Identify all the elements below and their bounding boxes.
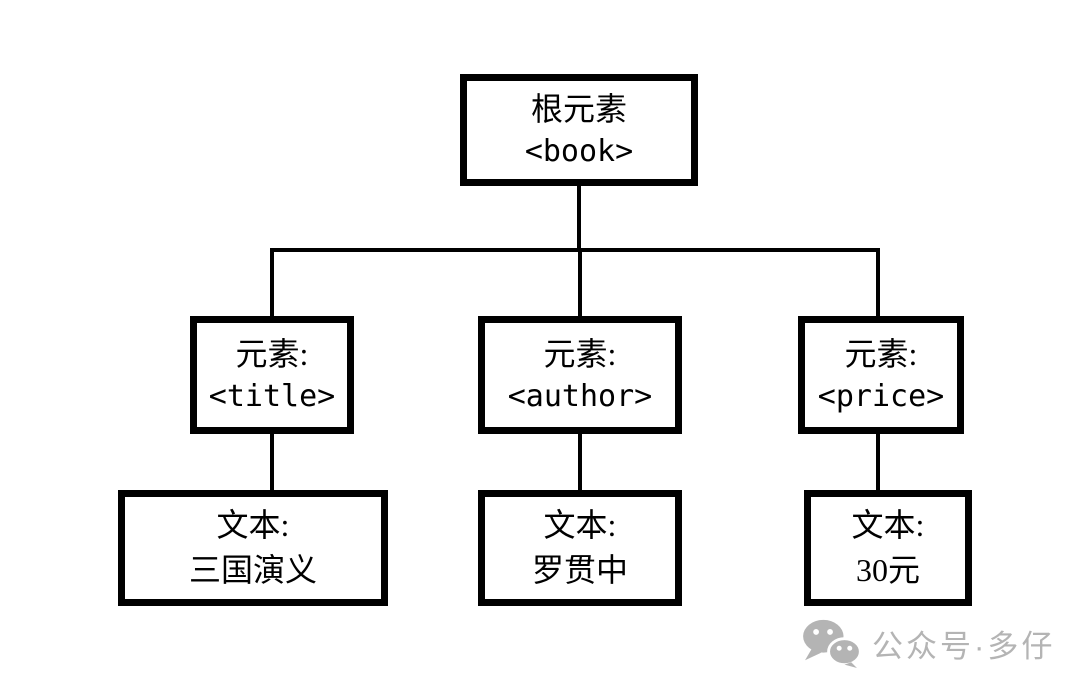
node-text-value: 30元 xyxy=(855,552,920,588)
wechat-icon xyxy=(800,618,862,668)
node-text-title: 文本: 三国演义 xyxy=(118,490,388,606)
node-label: 元素: xyxy=(543,336,617,373)
edge-bus-to-author xyxy=(578,250,582,318)
node-text-author: 文本: 罗贯中 xyxy=(478,490,682,606)
node-label: 元素: xyxy=(844,336,918,373)
node-tag-name: <title> xyxy=(208,379,336,415)
node-text-price: 文本: 30元 xyxy=(804,490,972,606)
node-text-value: 三国演义 xyxy=(188,552,317,588)
node-element-title: 元素: <title> xyxy=(190,316,354,434)
node-tag-name: <price> xyxy=(817,379,945,415)
edge-author-to-text xyxy=(578,432,582,492)
node-text-value: 罗贯中 xyxy=(531,552,628,588)
node-tag-name: <book> xyxy=(524,134,634,170)
node-label: 根元素 xyxy=(530,91,627,128)
node-label: 文本: xyxy=(216,507,290,544)
node-element-author: 元素: <author> xyxy=(478,316,682,434)
watermark-label: 公众号·多仔 xyxy=(872,628,1056,664)
node-tag-name: <author> xyxy=(507,379,653,415)
edge-root-to-bus xyxy=(577,184,581,250)
edge-title-to-text xyxy=(270,432,274,492)
node-root-element: 根元素 <book> xyxy=(460,74,698,186)
edge-price-to-text xyxy=(876,432,880,492)
node-label: 文本: xyxy=(851,507,925,544)
edge-bus-to-title xyxy=(270,250,274,318)
edge-horizontal-bus xyxy=(270,248,880,252)
node-label: 元素: xyxy=(235,336,309,373)
watermark: 公众号·多仔 xyxy=(800,618,1055,668)
node-element-price: 元素: <price> xyxy=(798,316,964,434)
node-label: 文本: xyxy=(543,507,617,544)
edge-bus-to-price xyxy=(876,250,880,318)
